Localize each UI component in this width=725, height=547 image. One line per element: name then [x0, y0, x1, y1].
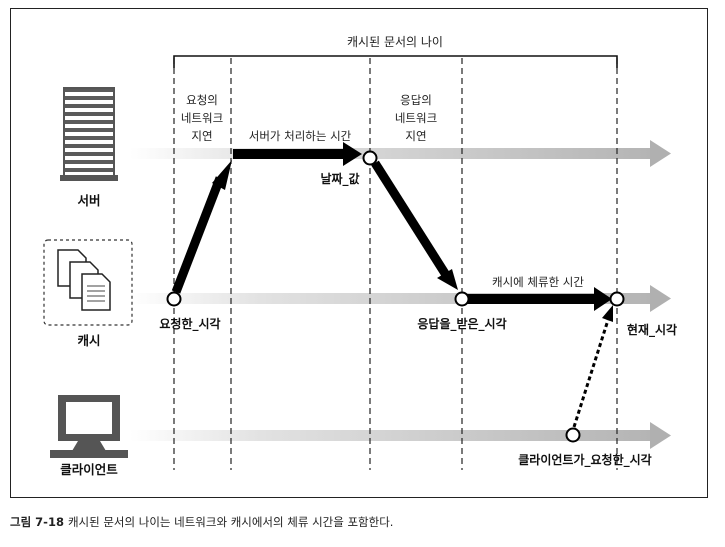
- diagram-frame: [10, 8, 708, 498]
- response-delay-line-3: 지연: [405, 129, 426, 143]
- now-marker: [609, 291, 625, 307]
- response-arrow: [371, 160, 458, 290]
- cache-icon: [43, 239, 133, 326]
- response-time-label: 응답을_받은_시각: [417, 316, 506, 332]
- cache-residence-arrow: [467, 287, 612, 311]
- age-bracket: [173, 55, 618, 68]
- cache-residence-label: 캐시에 체류한 시간: [492, 275, 584, 289]
- request-delay-line-3: 지연: [191, 129, 212, 143]
- computer-icon: [50, 395, 128, 458]
- figure-caption-text: 캐시된 문서의 나이는 네트워크와 캐시에서의 체류 시간을 포함한다.: [67, 515, 394, 529]
- server-label: 서버: [77, 193, 100, 208]
- request-delay-line-2: 네트워크: [181, 111, 223, 125]
- date-value-label: 날짜_값: [320, 171, 359, 187]
- time-guides: [173, 58, 618, 470]
- client-label: 클라이언트: [60, 462, 118, 477]
- request-time-marker: [166, 291, 182, 307]
- response-network-delay-label: 응답의 네트워크 지연: [395, 93, 437, 143]
- figure-number: 그림 7-18: [10, 515, 64, 529]
- age-title: 캐시된 문서의 나이: [347, 35, 443, 49]
- response-delay-line-2: 네트워크: [395, 111, 437, 125]
- server-timeline: [130, 140, 671, 167]
- response-delay-line-1: 응답의: [400, 93, 432, 107]
- now-time-label: 현재_시각: [627, 322, 677, 338]
- cache-timeline: [130, 285, 671, 312]
- client-request-marker: [565, 427, 581, 443]
- response-time-marker: [454, 291, 470, 307]
- request-network-delay-label: 요청의 네트워크 지연: [181, 93, 223, 143]
- server-icon: [60, 87, 118, 181]
- request-delay-line-1: 요청의: [186, 93, 218, 107]
- date-value-marker: [362, 150, 378, 166]
- client-timeline: [130, 422, 671, 449]
- client-request-time-label: 클라이언트가_요청한_시각: [518, 452, 651, 468]
- cache-label: 캐시: [77, 333, 100, 348]
- request-time-label: 요청한_시각: [159, 316, 220, 332]
- server-processing-label: 서버가 처리하는 시간: [249, 129, 352, 143]
- server-processing-arrow: [233, 142, 362, 166]
- client-request-arrow: [572, 305, 613, 428]
- request-arrow: [171, 160, 232, 294]
